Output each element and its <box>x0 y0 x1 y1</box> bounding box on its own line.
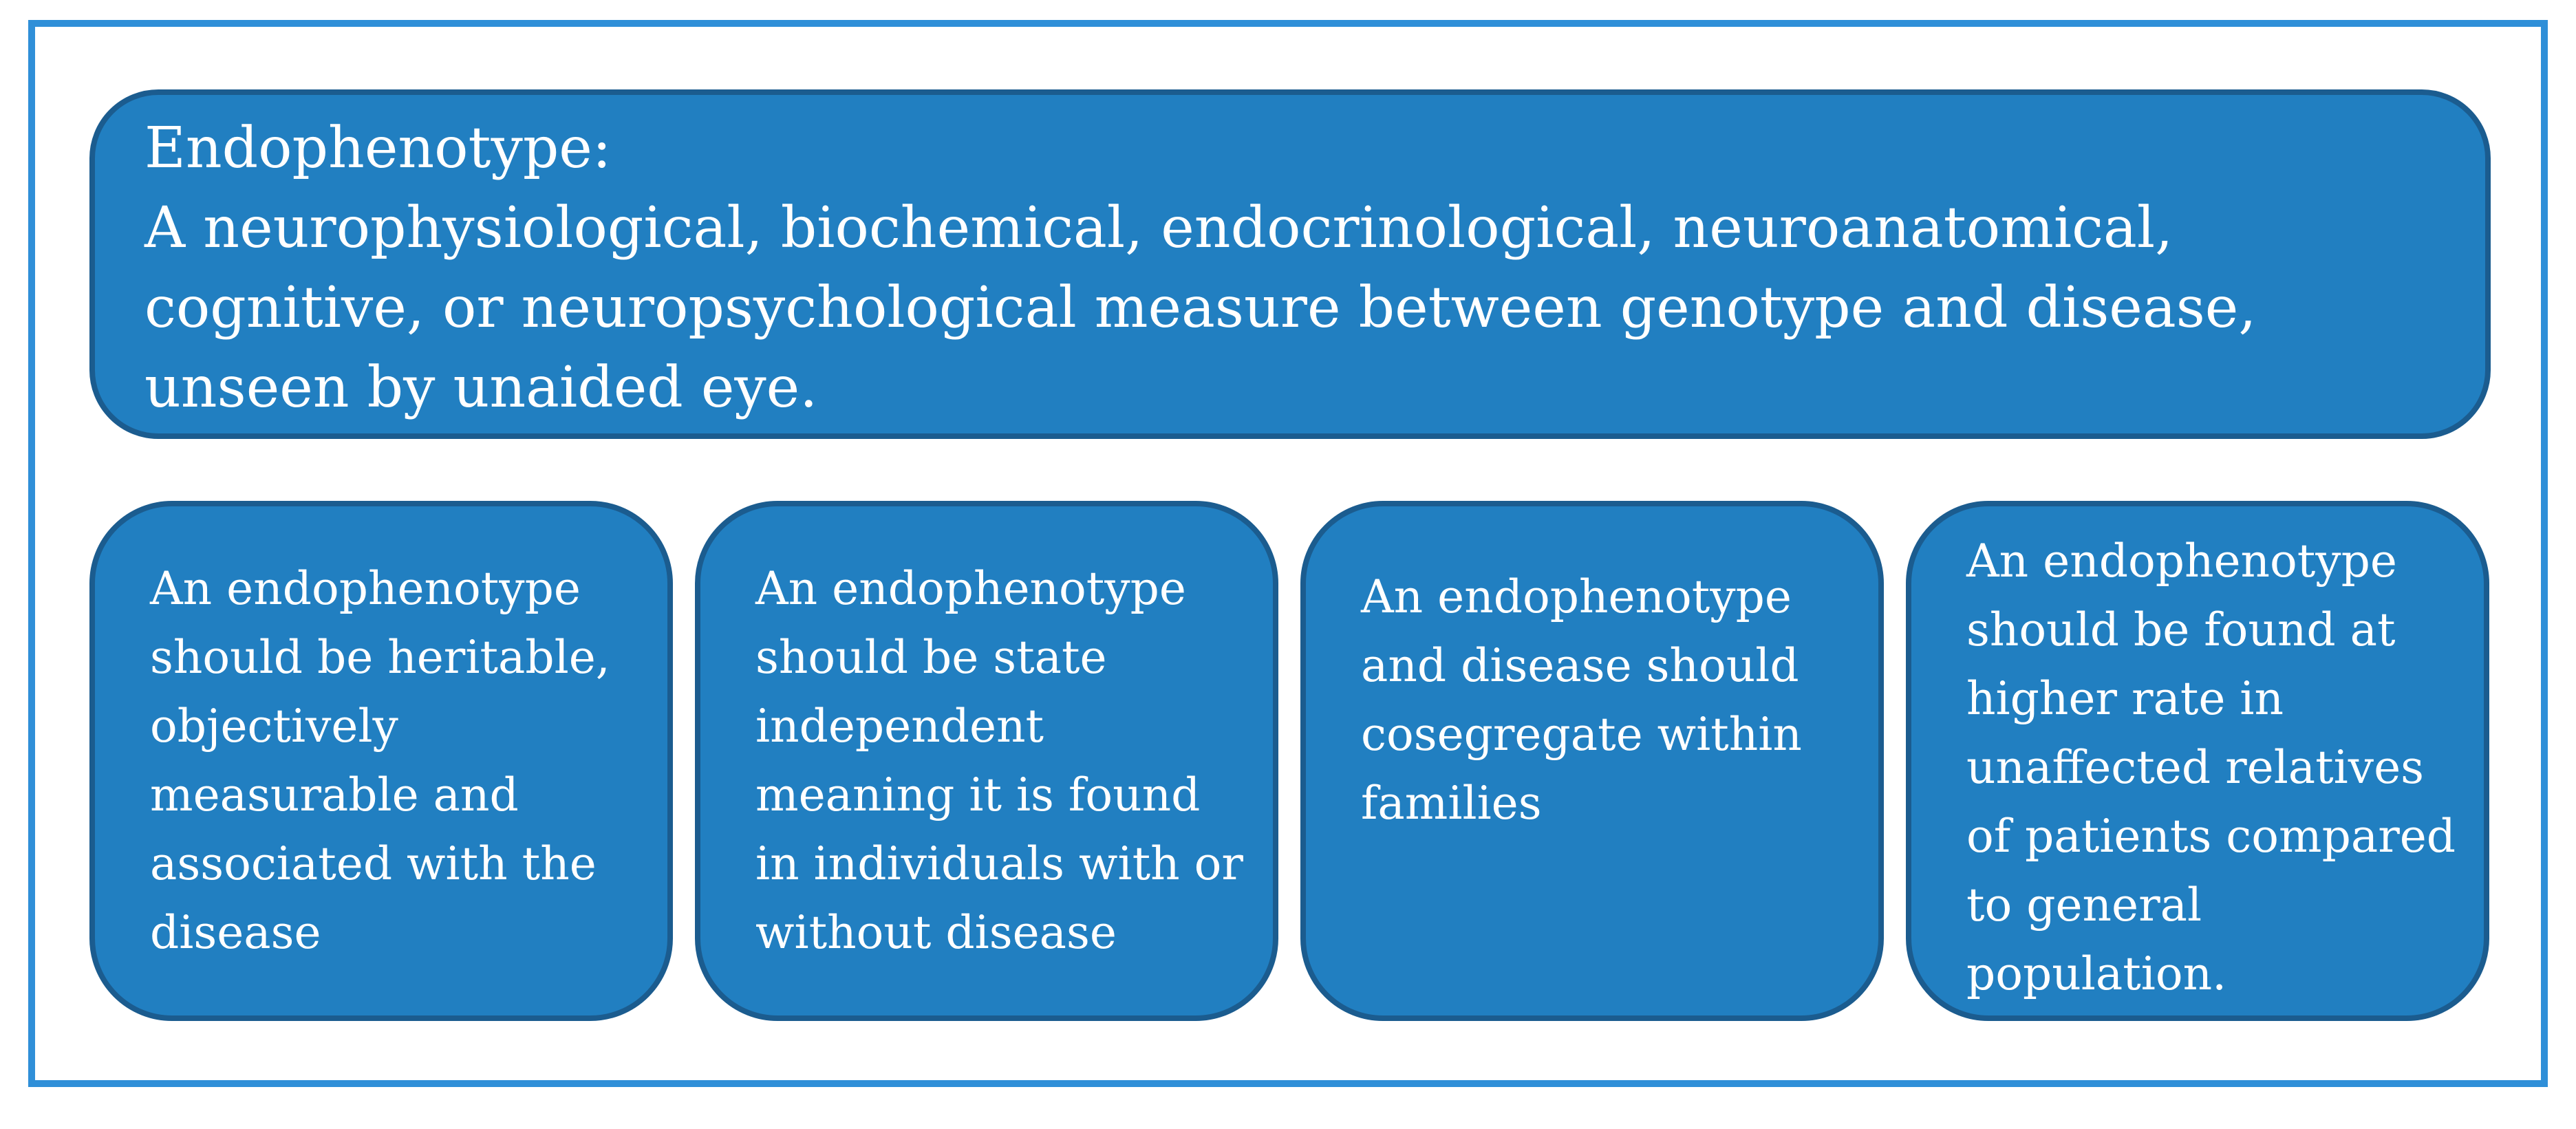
criterion-text: An endophenotype and disease should cose… <box>1361 570 1802 830</box>
criterion-box-heritable: An endophenotype should be heritable, ob… <box>89 501 673 1021</box>
criterion-text: An endophenotype should be state indepen… <box>755 562 1243 959</box>
definition-box: Endophenotype: A neurophysiological, bio… <box>89 89 2491 439</box>
criterion-box-cosegregate: An endophenotype and disease should cose… <box>1300 501 1884 1021</box>
criterion-text: An endophenotype should be found at high… <box>1966 535 2456 1000</box>
definition-text: A neurophysiological, biochemical, endoc… <box>144 195 2257 420</box>
definition-heading: Endophenotype: <box>144 116 612 181</box>
criterion-box-state-independent: An endophenotype should be state indepen… <box>695 501 1278 1021</box>
criterion-text: An endophenotype should be heritable, ob… <box>150 562 610 959</box>
criterion-box-relatives: An endophenotype should be found at high… <box>1906 501 2489 1021</box>
